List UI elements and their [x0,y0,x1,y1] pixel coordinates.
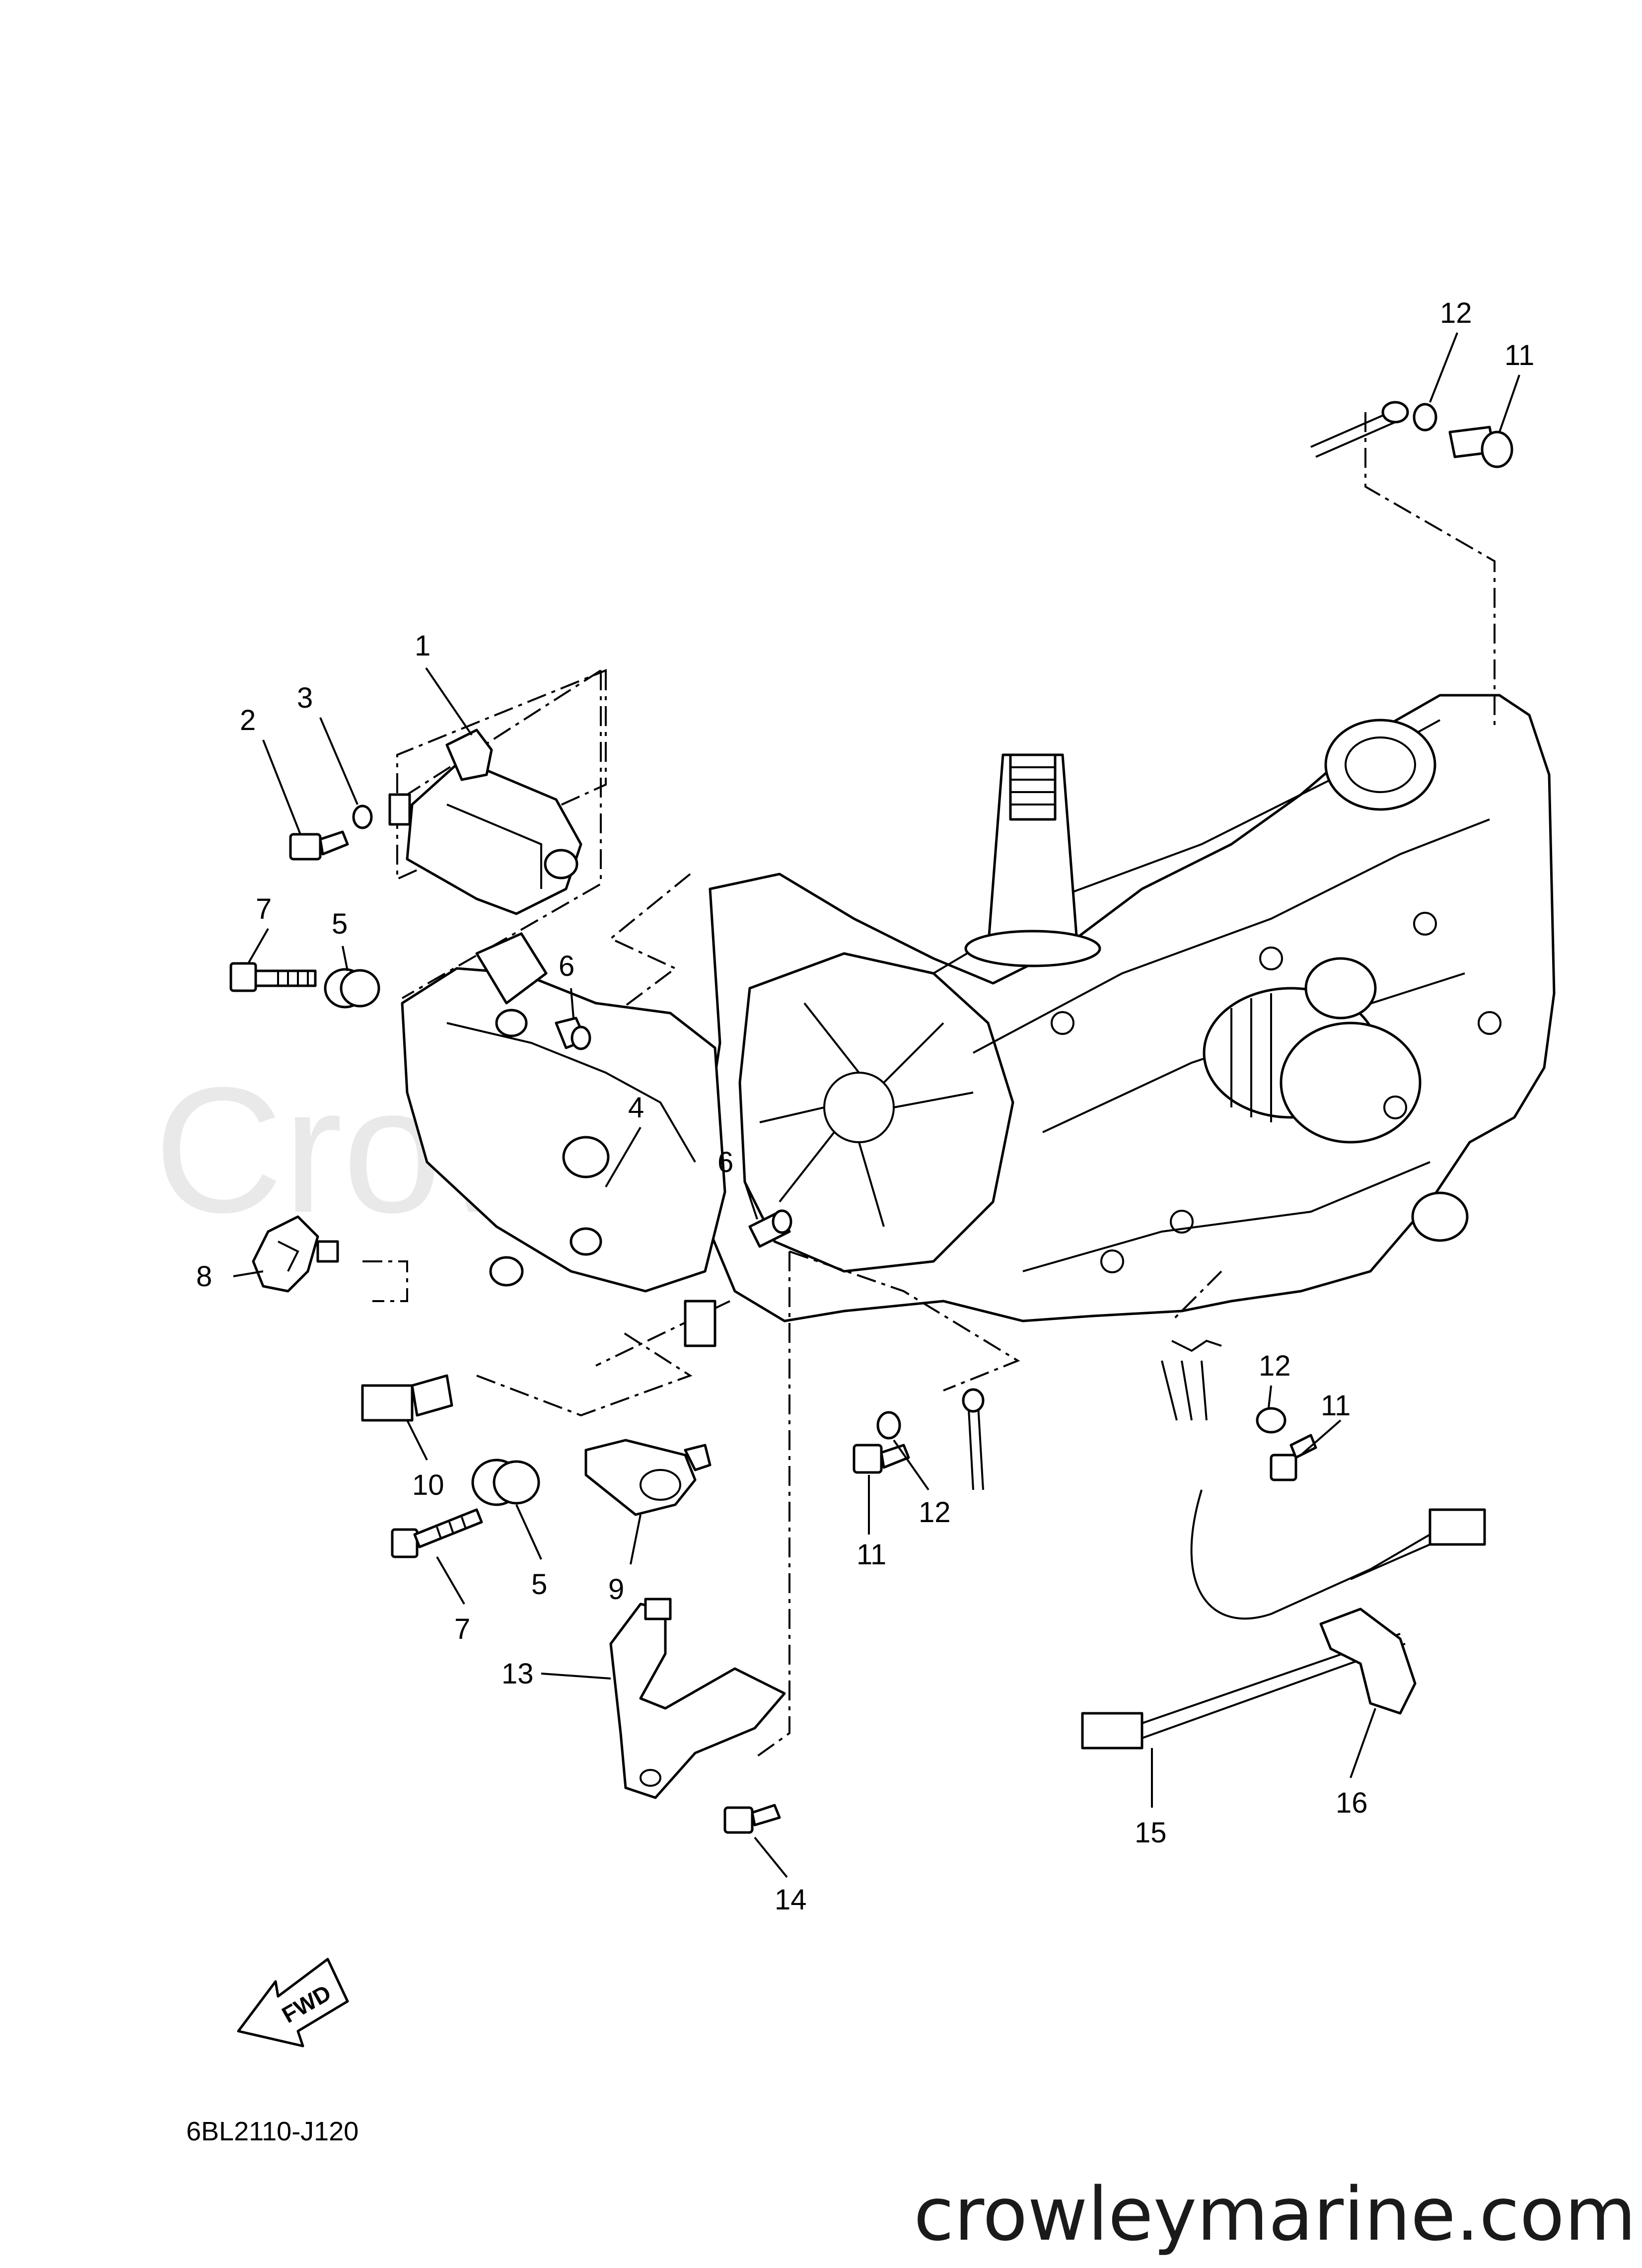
callout-12-mid: 12 [919,1496,951,1529]
part-15-wire-harness [1081,1489,1486,1750]
part-6-collar-lower [748,1209,792,1248]
callout-4: 4 [628,1092,644,1124]
part-10-clip [361,1374,453,1422]
callout-6-lower: 6 [717,1146,733,1178]
callout-3: 3 [297,682,313,714]
callout-5-lower: 5 [531,1568,547,1601]
crankcase-engine-block [704,694,1556,1322]
callout-1: 1 [415,630,430,662]
callout-5-upper: 5 [332,908,348,940]
part-2-bolt [289,830,349,861]
callout-numbers: 1 2 3 4 5 5 6 6 7 7 8 9 10 11 11 11 12 1… [196,297,1534,1916]
part-11-bolt-top [1448,426,1513,468]
part-4-bracket [401,932,726,1347]
fwd-arrow: FWD [237,1958,349,2048]
callout-10: 10 [412,1469,444,1501]
callout-12-top: 12 [1440,297,1472,329]
callout-6-upper: 6 [559,950,574,982]
part-13-bracket [609,1598,786,1799]
part-11-bolt-right [1270,1434,1317,1481]
part-7-bolt-lower [391,1508,483,1558]
callout-8: 8 [196,1260,212,1293]
part-8-clamp [252,1215,339,1293]
part-12-washer-mid [876,1388,985,1490]
callout-11-right: 11 [1321,1390,1351,1422]
part-16-clamp [1319,1608,1417,1715]
part-7-bolt-upper [229,962,317,992]
callout-12-right: 12 [1259,1350,1291,1382]
part-5-grommet-upper [324,968,380,1009]
part-12-washer-top [1310,401,1437,458]
callout-7-lower: 7 [454,1613,470,1645]
part-1-ignition-coil [388,669,607,915]
part-6-collar-upper [555,1017,591,1050]
part-12-washer-right [1161,1339,1286,1434]
part-3-washer [352,805,373,829]
part-9-holder [584,1439,712,1516]
part-14-bolt [723,1804,781,1834]
assembly-lines [362,412,1496,1759]
callout-9: 9 [608,1573,624,1606]
callout-16: 16 [1336,1787,1368,1819]
site-footer: crowleymarine.com [914,2172,1636,2257]
part-5-grommet-lower [471,1459,540,1506]
callout-11-mid: 11 [857,1538,886,1571]
callout-15: 15 [1135,1817,1167,1849]
callout-11-top: 11 [1504,339,1534,371]
callout-13: 13 [501,1658,534,1690]
callout-7-upper: 7 [256,893,272,925]
callout-14: 14 [775,1884,807,1916]
callout-2: 2 [240,704,256,736]
leader-lines [233,332,1520,1878]
drawing-code: 6BL2110-J120 [186,2117,358,2146]
